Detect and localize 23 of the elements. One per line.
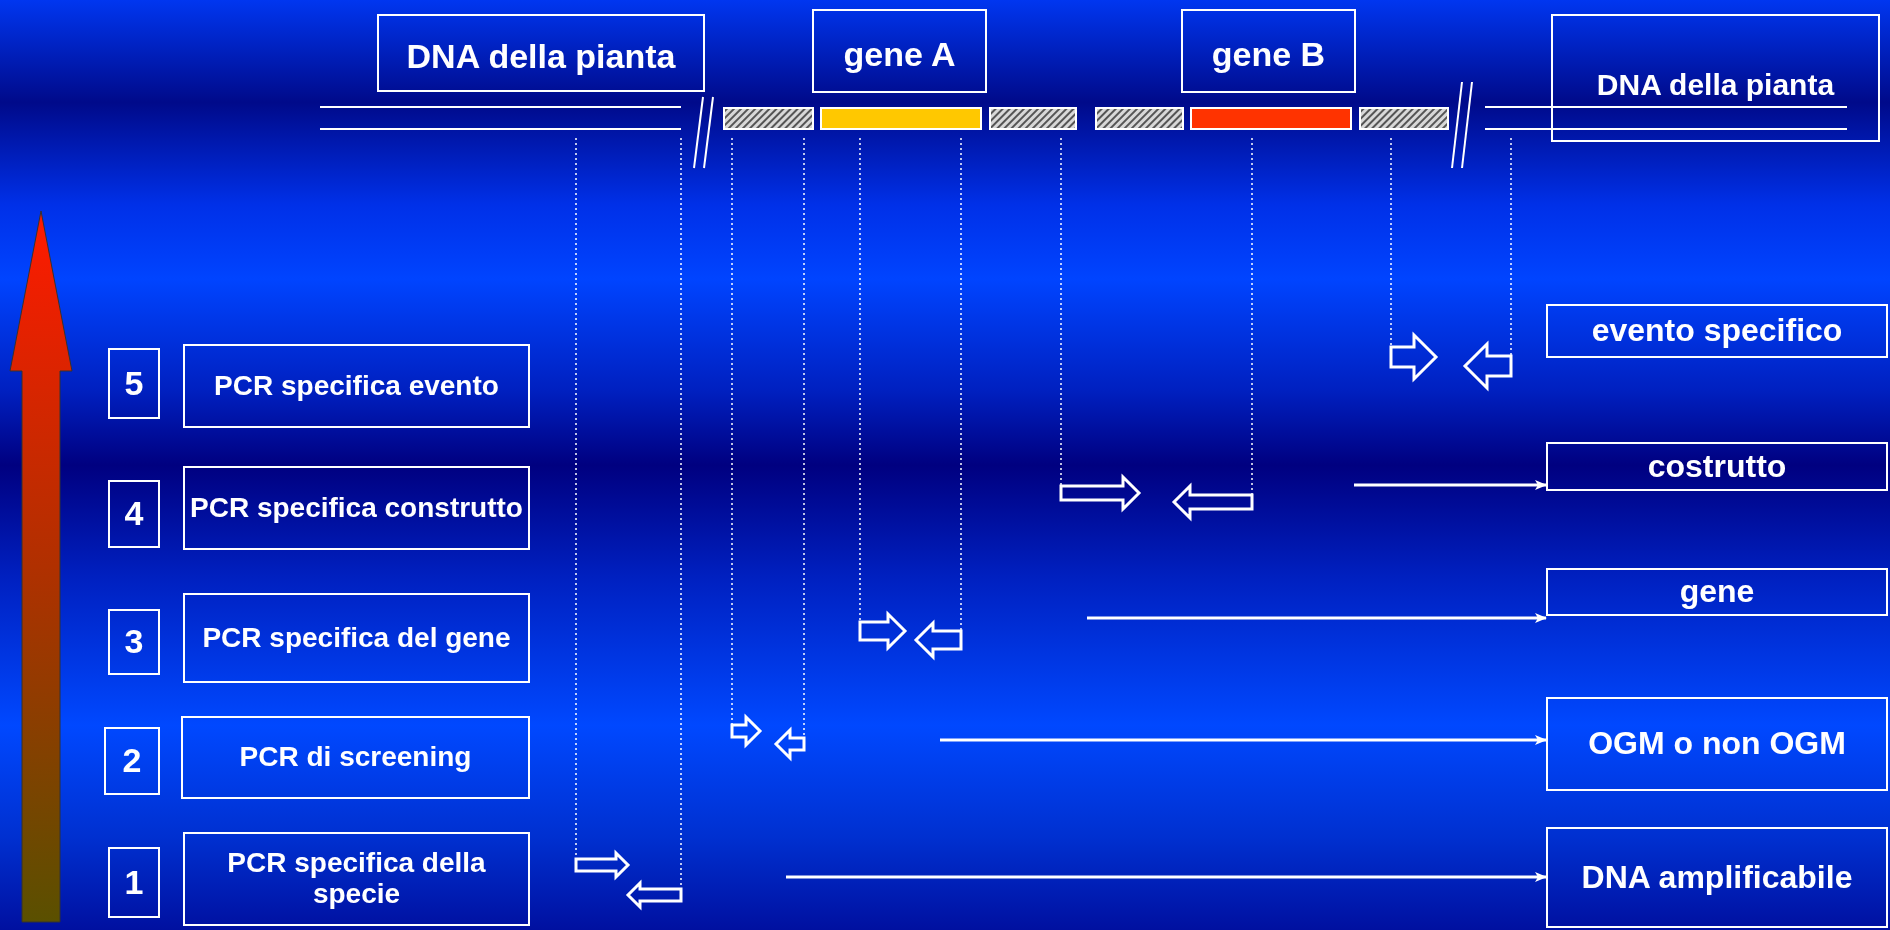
label-box: gene A xyxy=(812,9,987,93)
method-box: PCR specifica della specie xyxy=(183,832,530,926)
method-box: PCR specifica construtto xyxy=(183,466,530,550)
label-box: DNA della pianta xyxy=(1551,14,1880,142)
result-box: costrutto xyxy=(1546,442,1888,491)
result-box: evento specifico xyxy=(1546,304,1888,358)
step-number-box: 4 xyxy=(108,480,160,548)
result-box: OGM o non OGM xyxy=(1546,697,1888,791)
label-box: gene B xyxy=(1181,9,1356,93)
step-number-box: 1 xyxy=(108,847,160,918)
arrow xyxy=(1354,480,1547,490)
step-number-box: 5 xyxy=(108,348,160,419)
method-box: PCR specifica del gene xyxy=(183,593,530,683)
arrow xyxy=(786,872,1547,882)
arrow xyxy=(940,735,1547,745)
result-box: gene xyxy=(1546,568,1888,616)
label-box: DNA della pianta xyxy=(377,14,705,92)
result-box: DNA amplificabile xyxy=(1546,827,1888,928)
step-number-box: 3 xyxy=(108,609,160,675)
method-box: PCR di screening xyxy=(181,716,530,799)
step-number-box: 2 xyxy=(104,727,160,795)
method-box: PCR specifica evento xyxy=(183,344,530,428)
arrow xyxy=(1087,613,1547,623)
